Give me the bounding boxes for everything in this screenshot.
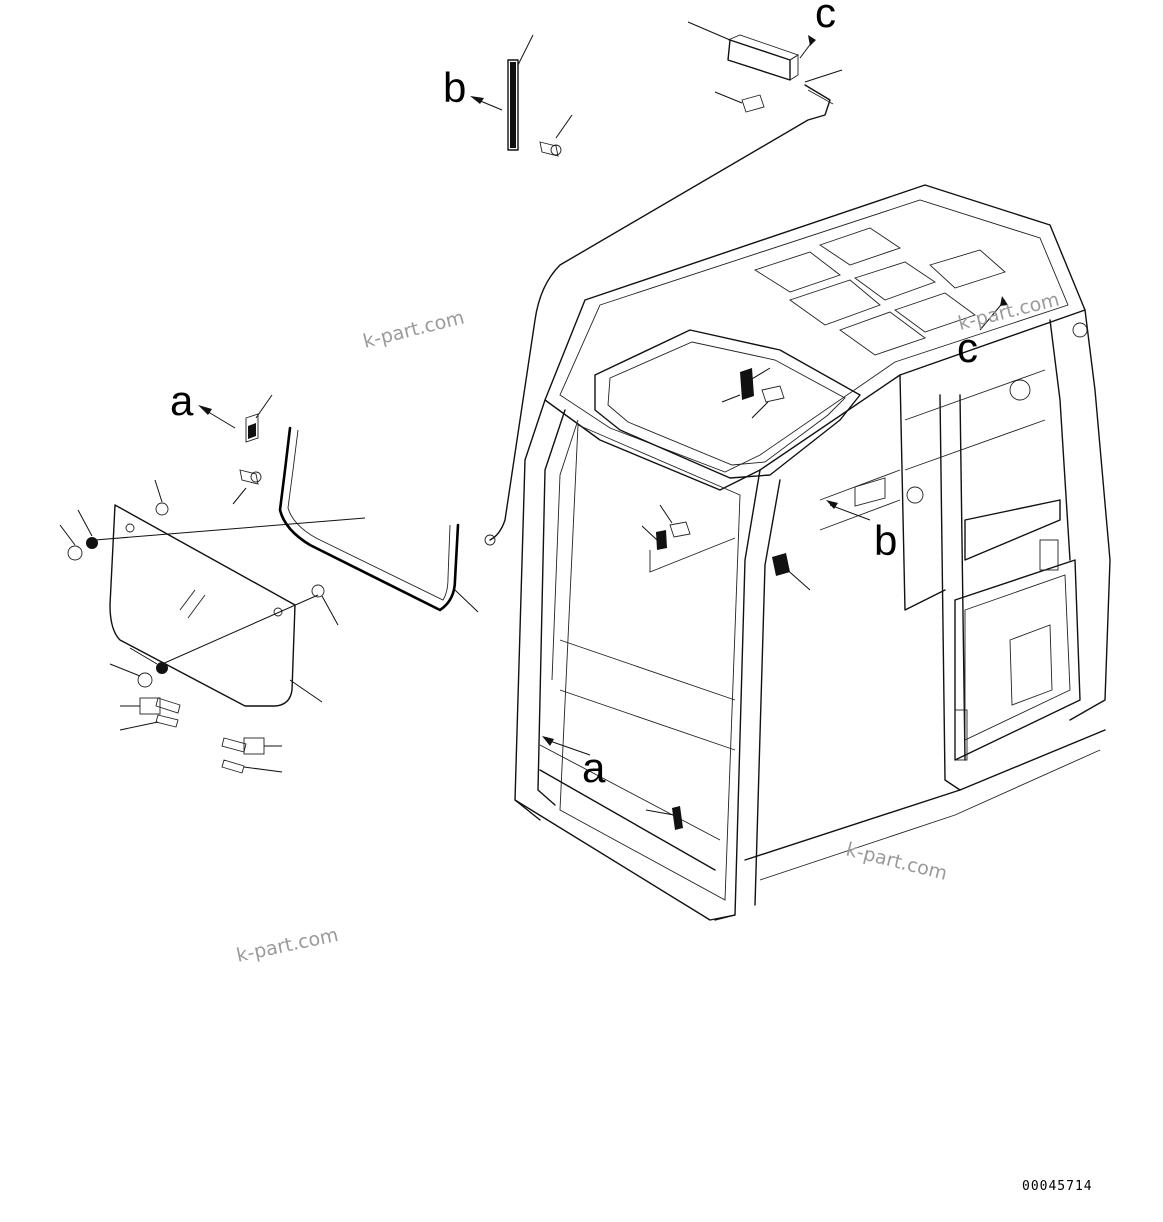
callout-b-top: b [443, 64, 466, 111]
cab-frame [514, 184, 1111, 921]
window-seal [278, 426, 479, 613]
watermark-3: k-part.com [844, 839, 950, 885]
callout-c-top: c [815, 0, 836, 36]
watermark-1: k-part.com [361, 306, 467, 352]
watermark-2: k-part.com [956, 288, 1062, 334]
trim-strip-b [470, 34, 573, 157]
lower-window-glass [59, 479, 366, 774]
watermark-4: k-part.com [234, 924, 340, 967]
drawing-number: 00045714 [1022, 1179, 1093, 1194]
callout-b-cab: b [874, 517, 897, 564]
watermarks: k-part.com k-part.com k-part.com k-part.… [234, 288, 1061, 966]
cab-fittings [542, 296, 1008, 830]
callout-labels: c b a c b a [170, 0, 978, 791]
callout-c-roof: c [957, 324, 978, 371]
cable-harness [484, 21, 843, 546]
clip-a-detail [198, 394, 273, 505]
callout-a-cab: a [582, 744, 606, 791]
callout-a-left: a [170, 377, 194, 424]
